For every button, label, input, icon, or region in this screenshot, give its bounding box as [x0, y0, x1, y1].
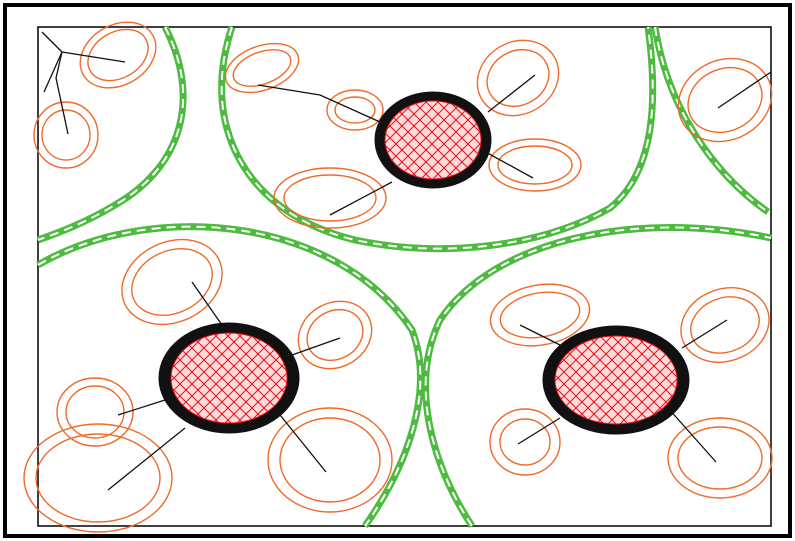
orbit-ellipse [677, 426, 763, 490]
orbit-ellipse [488, 138, 582, 192]
orbit-ellipse [79, 21, 157, 89]
orbit-ellipse [23, 423, 173, 533]
outer-frame [3, 3, 792, 538]
orbit-ellipse [267, 407, 393, 513]
orbit-ellipse [41, 109, 91, 161]
connector-group [41, 31, 772, 491]
orbit-ellipse [499, 418, 551, 466]
connector-line [717, 71, 772, 109]
orbit-ellipse [680, 287, 770, 363]
core-group [158, 91, 690, 435]
orbit-ellipse [224, 42, 300, 94]
orbit-ellipse [33, 101, 99, 169]
orbit-ellipse [476, 39, 560, 117]
orbit-ellipse [35, 433, 161, 523]
connector-line [43, 51, 63, 93]
orbit-ellipse [486, 48, 550, 108]
boundary-bottom-right-dash [424, 226, 772, 527]
orbit-ellipse [121, 238, 223, 326]
connector-line [275, 409, 327, 473]
orbit-ellipse [273, 167, 387, 229]
connector-line [257, 84, 381, 123]
orbit-group [23, 21, 773, 533]
boundary-top-center-dash [220, 26, 654, 250]
orbit-ellipse [87, 28, 149, 82]
inner-frame [37, 26, 772, 527]
boundary-top-left-dash [37, 26, 185, 241]
connector-line [681, 319, 728, 349]
connector-line [517, 417, 561, 445]
core-hatched-fill [170, 332, 288, 424]
orbit-ellipse [489, 283, 591, 347]
orbit-ellipse [65, 385, 125, 439]
connector-line [191, 281, 223, 326]
orbit-ellipse [297, 300, 373, 370]
orbit-ellipse [667, 417, 773, 499]
orbit-ellipse [677, 57, 773, 143]
connector-line [481, 149, 534, 179]
connector-line [41, 31, 69, 135]
orbit-ellipse [56, 377, 134, 447]
connector-line [667, 407, 717, 463]
connector-line [61, 51, 126, 63]
orbit-ellipse [690, 296, 760, 354]
connector-line [117, 399, 166, 416]
connector-line [487, 74, 536, 113]
orbit-ellipse [232, 49, 292, 87]
core-hatched-fill [554, 335, 678, 425]
connector-line [329, 181, 393, 216]
orbit-ellipse [131, 248, 213, 316]
core-bottom-left [158, 322, 300, 434]
boundary-bottom-left-dash [37, 225, 422, 527]
orbit-ellipse [497, 145, 573, 185]
orbit-ellipse [687, 66, 763, 134]
connector-line [519, 324, 567, 349]
connector-line [291, 337, 341, 356]
boundary-top-right-dash [654, 26, 769, 213]
orbit-ellipse [283, 174, 377, 222]
orbit-ellipse [279, 417, 381, 503]
core-bottom-right [542, 325, 690, 435]
connector-line [107, 427, 186, 491]
core-hatched-fill [384, 100, 482, 180]
core-top-center [374, 91, 492, 189]
orbit-ellipse [326, 89, 384, 131]
orbit-ellipse [489, 408, 561, 476]
orbit-ellipse [306, 308, 364, 362]
orbit-ellipse [334, 96, 376, 124]
